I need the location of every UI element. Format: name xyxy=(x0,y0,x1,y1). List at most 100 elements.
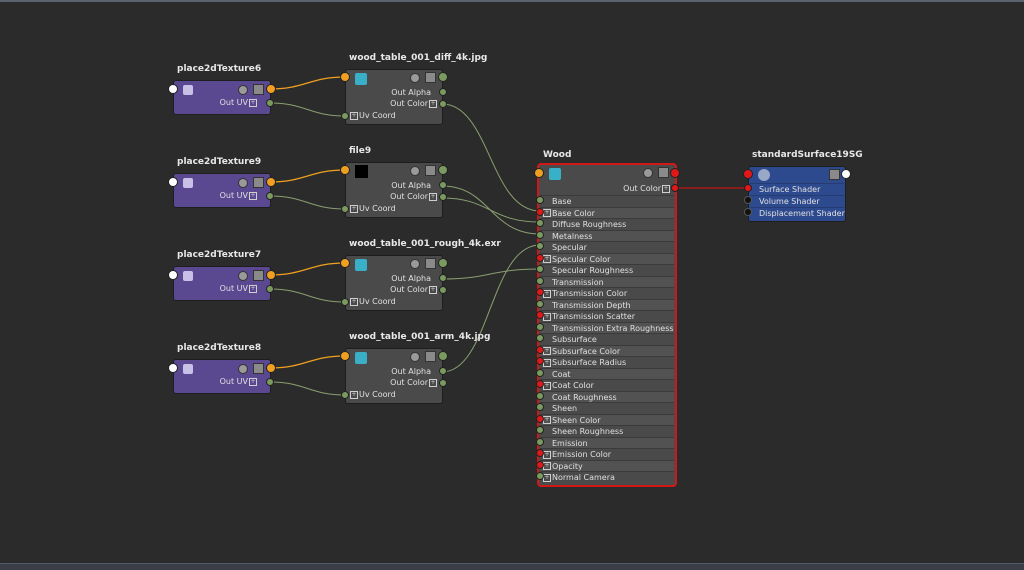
place2d-node[interactable]: Out UV+ xyxy=(173,80,271,115)
swatch-toggle-icon[interactable] xyxy=(238,85,248,95)
attr-input-port[interactable] xyxy=(536,207,544,216)
out-color-port[interactable] xyxy=(439,286,447,294)
expand-icon[interactable]: + xyxy=(249,284,257,293)
message-port[interactable] xyxy=(168,363,178,373)
uv-coord-port[interactable] xyxy=(341,391,349,399)
view-mode-icon[interactable] xyxy=(253,363,264,374)
out-uv-port[interactable] xyxy=(266,285,274,293)
expand-icon[interactable]: + xyxy=(543,312,551,321)
out-color-port[interactable] xyxy=(671,184,679,192)
file-node[interactable]: Out Alpha Out Color+ +Uv Coord xyxy=(345,69,443,125)
attr-input-port[interactable] xyxy=(536,253,544,262)
in-port[interactable] xyxy=(534,168,544,178)
expand-icon[interactable]: + xyxy=(543,416,551,424)
out-port[interactable] xyxy=(266,177,276,187)
attr-input-port[interactable] xyxy=(536,449,544,457)
expand-icon[interactable]: + xyxy=(543,347,551,355)
view-mode-icon[interactable] xyxy=(253,84,264,95)
message-port[interactable] xyxy=(168,270,178,280)
out-port[interactable] xyxy=(438,351,448,361)
expand-icon[interactable]: + xyxy=(429,192,437,201)
expand-icon[interactable]: + xyxy=(543,358,551,367)
place2d-node[interactable]: Out UV+ xyxy=(173,173,271,208)
expand-icon[interactable]: + xyxy=(350,111,358,120)
expand-icon[interactable]: + xyxy=(543,450,551,459)
out-port[interactable] xyxy=(266,84,276,94)
expand-icon[interactable]: + xyxy=(249,191,257,200)
shading-group-node[interactable]: Surface Shader Volume Shader Displacemen… xyxy=(748,166,846,222)
swatch-toggle-icon[interactable] xyxy=(410,352,420,362)
expand-icon[interactable]: + xyxy=(429,378,437,387)
attr-input-port[interactable] xyxy=(536,230,544,239)
out-alpha-port[interactable] xyxy=(439,181,447,189)
out-uv-port[interactable] xyxy=(266,99,274,107)
attr-input-port[interactable] xyxy=(536,391,544,400)
in-port[interactable] xyxy=(340,351,350,361)
uv-coord-port[interactable] xyxy=(341,112,349,120)
out-alpha-port[interactable] xyxy=(439,367,447,375)
swatch-toggle-icon[interactable] xyxy=(643,168,653,178)
attr-input-port[interactable] xyxy=(536,276,544,285)
attr-input-port[interactable] xyxy=(536,426,544,434)
expand-icon[interactable]: + xyxy=(350,204,358,213)
out-color-port[interactable] xyxy=(439,379,447,387)
in-port[interactable] xyxy=(743,169,753,179)
volume-shader-port[interactable] xyxy=(744,196,752,204)
attr-input-port[interactable] xyxy=(536,299,544,308)
view-mode-icon[interactable] xyxy=(658,167,669,178)
in-port[interactable] xyxy=(340,72,350,82)
message-port[interactable] xyxy=(168,177,178,187)
uv-coord-port[interactable] xyxy=(341,205,349,213)
expand-icon[interactable]: + xyxy=(543,255,551,263)
attr-input-port[interactable] xyxy=(536,334,544,342)
view-mode-icon[interactable] xyxy=(253,270,264,281)
out-port[interactable] xyxy=(438,72,448,82)
swatch-toggle-icon[interactable] xyxy=(410,73,420,83)
out-uv-port[interactable] xyxy=(266,378,274,386)
expand-icon[interactable]: + xyxy=(662,184,670,193)
attr-input-port[interactable] xyxy=(536,368,544,377)
attr-input-port[interactable] xyxy=(536,460,544,469)
surface-shader-port[interactable] xyxy=(744,184,752,192)
attr-input-port[interactable] xyxy=(536,403,544,411)
attr-input-port[interactable] xyxy=(536,196,544,204)
swatch-toggle-icon[interactable] xyxy=(238,271,248,281)
attr-input-port[interactable] xyxy=(536,288,544,296)
in-port[interactable] xyxy=(340,165,350,175)
expand-icon[interactable]: + xyxy=(429,285,437,294)
expand-icon[interactable]: + xyxy=(249,377,257,386)
expand-icon[interactable]: + xyxy=(429,99,437,108)
view-mode-icon[interactable] xyxy=(425,351,436,362)
out-alpha-port[interactable] xyxy=(439,88,447,96)
view-mode-icon[interactable] xyxy=(425,165,436,176)
file-node[interactable]: Out Alpha Out Color+ +Uv Coord xyxy=(345,255,443,311)
out-port[interactable] xyxy=(266,270,276,280)
swatch-toggle-icon[interactable] xyxy=(410,166,420,176)
attr-input-port[interactable] xyxy=(536,437,544,446)
view-mode-icon[interactable] xyxy=(829,169,840,180)
attr-input-port[interactable] xyxy=(536,345,544,354)
expand-icon[interactable]: + xyxy=(350,390,358,399)
out-color-port[interactable] xyxy=(439,100,447,108)
attr-input-port[interactable] xyxy=(536,472,544,480)
out-port[interactable] xyxy=(438,258,448,268)
expand-icon[interactable]: + xyxy=(350,297,358,306)
expand-icon[interactable]: + xyxy=(543,462,551,470)
attr-input-port[interactable] xyxy=(536,380,544,388)
file-node[interactable]: Out Alpha Out Color+ +Uv Coord xyxy=(345,348,443,404)
view-mode-icon[interactable] xyxy=(425,258,436,269)
attr-input-port[interactable] xyxy=(536,242,544,250)
attr-input-port[interactable] xyxy=(536,311,544,319)
out-port[interactable] xyxy=(670,168,680,178)
place2d-node[interactable]: Out UV+ xyxy=(173,359,271,394)
swatch-toggle-icon[interactable] xyxy=(238,178,248,188)
attr-input-port[interactable] xyxy=(536,357,544,365)
attr-input-port[interactable] xyxy=(536,414,544,423)
out-uv-port[interactable] xyxy=(266,192,274,200)
swatch-toggle-icon[interactable] xyxy=(238,364,248,374)
expand-icon[interactable]: + xyxy=(249,98,257,107)
file-node[interactable]: Out Alpha Out Color+ +Uv Coord xyxy=(345,162,443,218)
attr-input-port[interactable] xyxy=(536,265,544,273)
